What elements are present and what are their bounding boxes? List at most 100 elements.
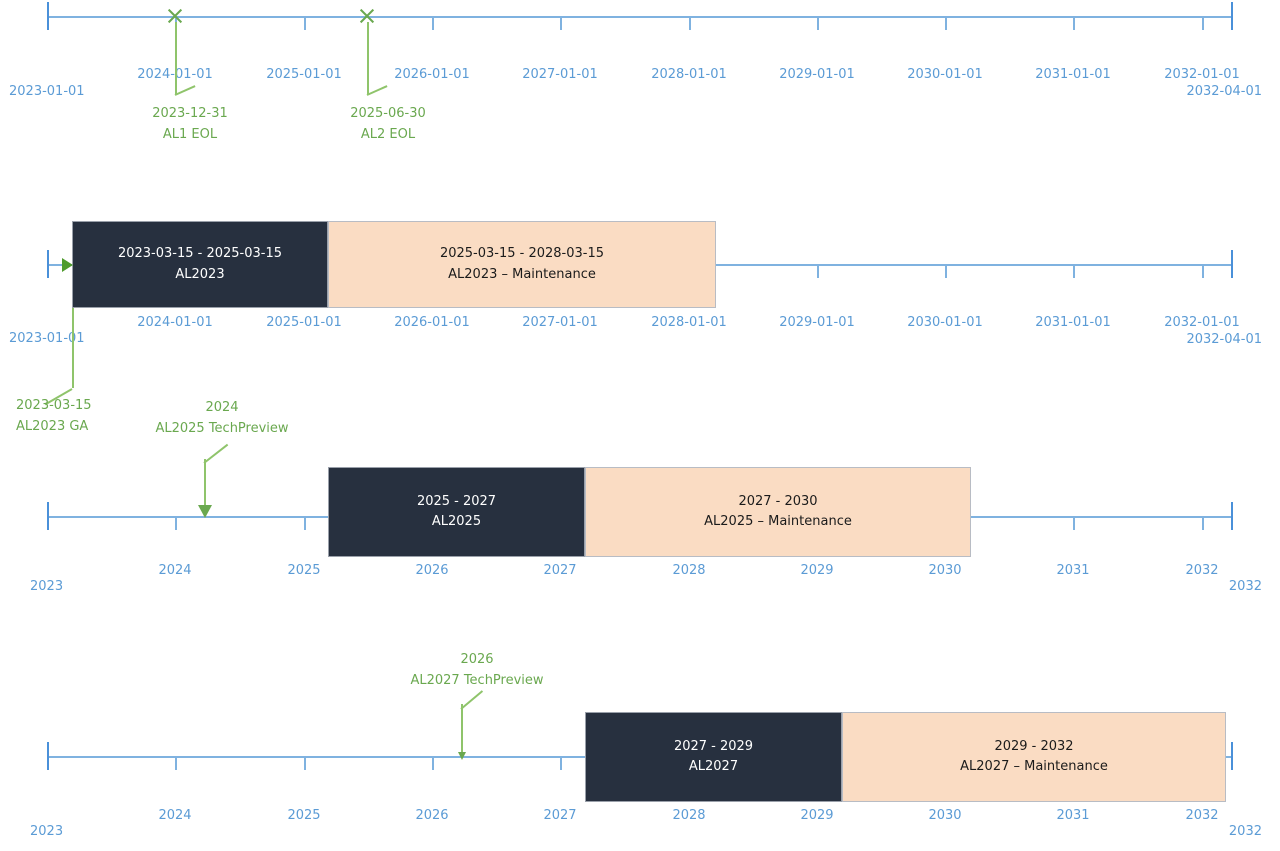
bar-title: AL2027 – Maintenance (960, 759, 1108, 774)
axis-label: 2025 (287, 563, 321, 578)
axis-label: 2031 (1056, 808, 1090, 823)
axis-label: 2028-01-01 (651, 315, 727, 330)
marker-leader-line (72, 308, 74, 388)
annotation-al2023-ga: 2023-03-15 AL2023 GA (16, 396, 92, 438)
axis-label-end: 2032 (1228, 824, 1262, 839)
marker-leader-line (175, 22, 177, 94)
annotation-al2-eol: 2025-06-30 AL2 EOL (350, 104, 426, 146)
bar-al2023-active[interactable]: 2023-03-15 - 2025-03-15 AL2023 (72, 221, 328, 308)
axis-label: 2025 (287, 808, 321, 823)
axis-label: 2031 (1056, 563, 1090, 578)
axis-line (47, 16, 1232, 18)
axis-label-end: 2032-04-01 (1186, 332, 1262, 347)
axis-tick (1073, 517, 1075, 530)
axis-start-cap (47, 502, 49, 530)
bar-al2027-active[interactable]: 2027 - 2029 AL2027 (585, 712, 842, 802)
annotation-title: AL1 EOL (162, 126, 218, 142)
axis-tick (175, 757, 177, 770)
axis-tick (945, 265, 947, 278)
bar-title: AL2023 (175, 266, 225, 282)
bar-al2025-maintenance[interactable]: 2027 - 2030 AL2025 – Maintenance (585, 467, 971, 557)
axis-start-cap (47, 250, 49, 278)
arrow-down-icon (458, 752, 466, 760)
axis-label: 2030-01-01 (907, 67, 983, 82)
axis-label: 2028 (672, 808, 706, 823)
axis-label: 2026 (415, 808, 449, 823)
axis-label: 2024-01-01 (137, 315, 213, 330)
axis-label: 2030 (928, 808, 962, 823)
axis-tick (1073, 265, 1075, 278)
axis-start-cap (47, 742, 49, 770)
axis-label: 2032-01-01 (1164, 315, 1240, 330)
annotation-date: 2026 (460, 652, 494, 667)
axis-label-start: 2023 (30, 824, 64, 839)
marker-leader-line (204, 459, 206, 508)
axis-label: 2032-01-01 (1164, 67, 1240, 82)
axis-tick (432, 757, 434, 770)
annotation-title: AL2023 GA (16, 418, 89, 434)
axis-label: 2027 (543, 808, 577, 823)
annotation-al1-eol: 2023-12-31 AL1 EOL (152, 104, 228, 146)
axis-tick (432, 17, 434, 30)
axis-tick (945, 17, 947, 30)
arrow-right-icon (62, 258, 73, 272)
axis-tick (175, 517, 177, 530)
axis-label: 2024 (158, 563, 192, 578)
annotation-al2025-techpreview: 2024 AL2025 TechPreview (155, 398, 288, 440)
marker-leader-line (460, 690, 484, 710)
axis-label: 2028-01-01 (651, 67, 727, 82)
marker-leader-line (461, 704, 463, 756)
axis-label: 2024 (158, 808, 192, 823)
marker-leader-line (367, 22, 369, 94)
axis-tick (1202, 17, 1204, 30)
bar-al2025-active[interactable]: 2025 - 2027 AL2025 (328, 467, 585, 557)
axis-tick (689, 17, 691, 30)
axis-label: 2031-01-01 (1035, 315, 1111, 330)
axis-tick (1202, 517, 1204, 530)
axis-label-end: 2032-04-01 (1186, 84, 1262, 99)
axis-tick (1073, 17, 1075, 30)
annotation-date: 2025-06-30 (350, 106, 426, 121)
axis-label: 2029 (800, 808, 834, 823)
bar-range: 2023-03-15 - 2025-03-15 (117, 246, 283, 262)
bar-title: AL2027 (688, 759, 739, 774)
arrow-down-icon (198, 505, 212, 518)
bar-title: AL2025 (431, 514, 482, 529)
marker-leader-line (203, 443, 229, 464)
annotation-title: AL2 EOL (360, 126, 416, 142)
axis-label-start: 2023 (30, 579, 64, 594)
axis-label: 2029-01-01 (779, 315, 855, 330)
marker-leader-line (174, 85, 196, 96)
bar-range: 2027 - 2030 (738, 493, 818, 509)
axis-label: 2031-01-01 (1035, 67, 1111, 82)
annotation-date: 2024 (205, 400, 239, 415)
bar-title: AL2023 – Maintenance (448, 266, 596, 282)
axis-label-start: 2023-01-01 (9, 331, 85, 346)
axis-label: 2029-01-01 (779, 67, 855, 82)
annotation-date: 2023-03-15 (16, 398, 92, 413)
axis-label: 2027-01-01 (522, 315, 598, 330)
annotation-title: AL2025 TechPreview (155, 420, 289, 436)
annotation-title: AL2027 TechPreview (410, 672, 544, 688)
axis-end-cap (1231, 502, 1233, 530)
axis-label: 2028 (672, 563, 706, 578)
axis-label: 2032 (1185, 808, 1219, 823)
axis-tick (817, 17, 819, 30)
axis-label: 2026-01-01 (394, 67, 470, 82)
bar-al2023-maintenance[interactable]: 2025-03-15 - 2028-03-15 AL2023 – Mainten… (328, 221, 716, 308)
axis-label: 2030 (928, 563, 962, 578)
axis-end-cap (1231, 250, 1233, 278)
bar-range: 2029 - 2032 (994, 738, 1074, 754)
axis-label: 2025-01-01 (266, 315, 342, 330)
axis-start-cap (47, 2, 49, 30)
axis-label: 2026-01-01 (394, 315, 470, 330)
bar-range: 2025-03-15 - 2028-03-15 (439, 246, 605, 262)
bar-al2027-maintenance[interactable]: 2029 - 2032 AL2027 – Maintenance (842, 712, 1226, 802)
bar-range: 2027 - 2029 (673, 738, 754, 754)
axis-label: 2026 (415, 563, 449, 578)
axis-label: 2032 (1185, 563, 1219, 578)
axis-end-cap (1231, 742, 1233, 770)
axis-tick (304, 757, 306, 770)
annotation-al2027-techpreview: 2026 AL2027 TechPreview (410, 650, 543, 692)
